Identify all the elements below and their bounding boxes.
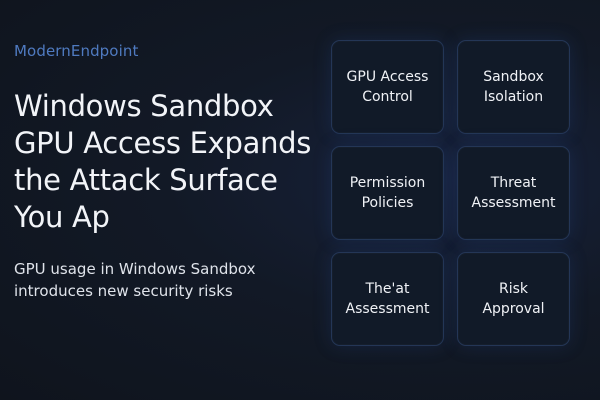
headline-line: You Ap [14, 200, 110, 234]
headline-line: the Attack Surface [14, 163, 278, 197]
headline-line: Windows Sandbox [14, 89, 274, 123]
headline: Windows Sandbox GPU Access Expands the A… [14, 88, 324, 236]
headline-line: GPU Access Expands [14, 126, 312, 160]
brand-logo-text: ModernEndpoint [14, 42, 139, 60]
card-permission-policies[interactable]: Permission Policies [331, 146, 444, 240]
card-label: GPU Access Control [346, 69, 429, 105]
card-sandbox-isolation[interactable]: Sandbox Isolation [457, 40, 570, 134]
card-label: Permission Policies [349, 175, 426, 211]
card-label: Risk Approval [482, 281, 545, 317]
subtitle-line: GPU usage in Windows Sandbox [14, 260, 256, 278]
card-theat-assessment[interactable]: The'at Assessment [331, 252, 444, 346]
card-risk-approval[interactable]: Risk Approval [457, 252, 570, 346]
card-gpu-access-control[interactable]: GPU Access Control [331, 40, 444, 134]
topic-card-grid: GPU Access Control Sandbox Isolation Per… [331, 40, 571, 346]
subtitle-line: introduces new security risks [14, 282, 233, 300]
card-threat-assessment[interactable]: Threat Assessment [457, 146, 570, 240]
card-label: Threat Assessment [471, 175, 556, 211]
card-label: The'at Assessment [345, 281, 430, 317]
card-label: Sandbox Isolation [483, 69, 544, 105]
subtitle: GPU usage in Windows Sandbox introduces … [14, 258, 314, 302]
